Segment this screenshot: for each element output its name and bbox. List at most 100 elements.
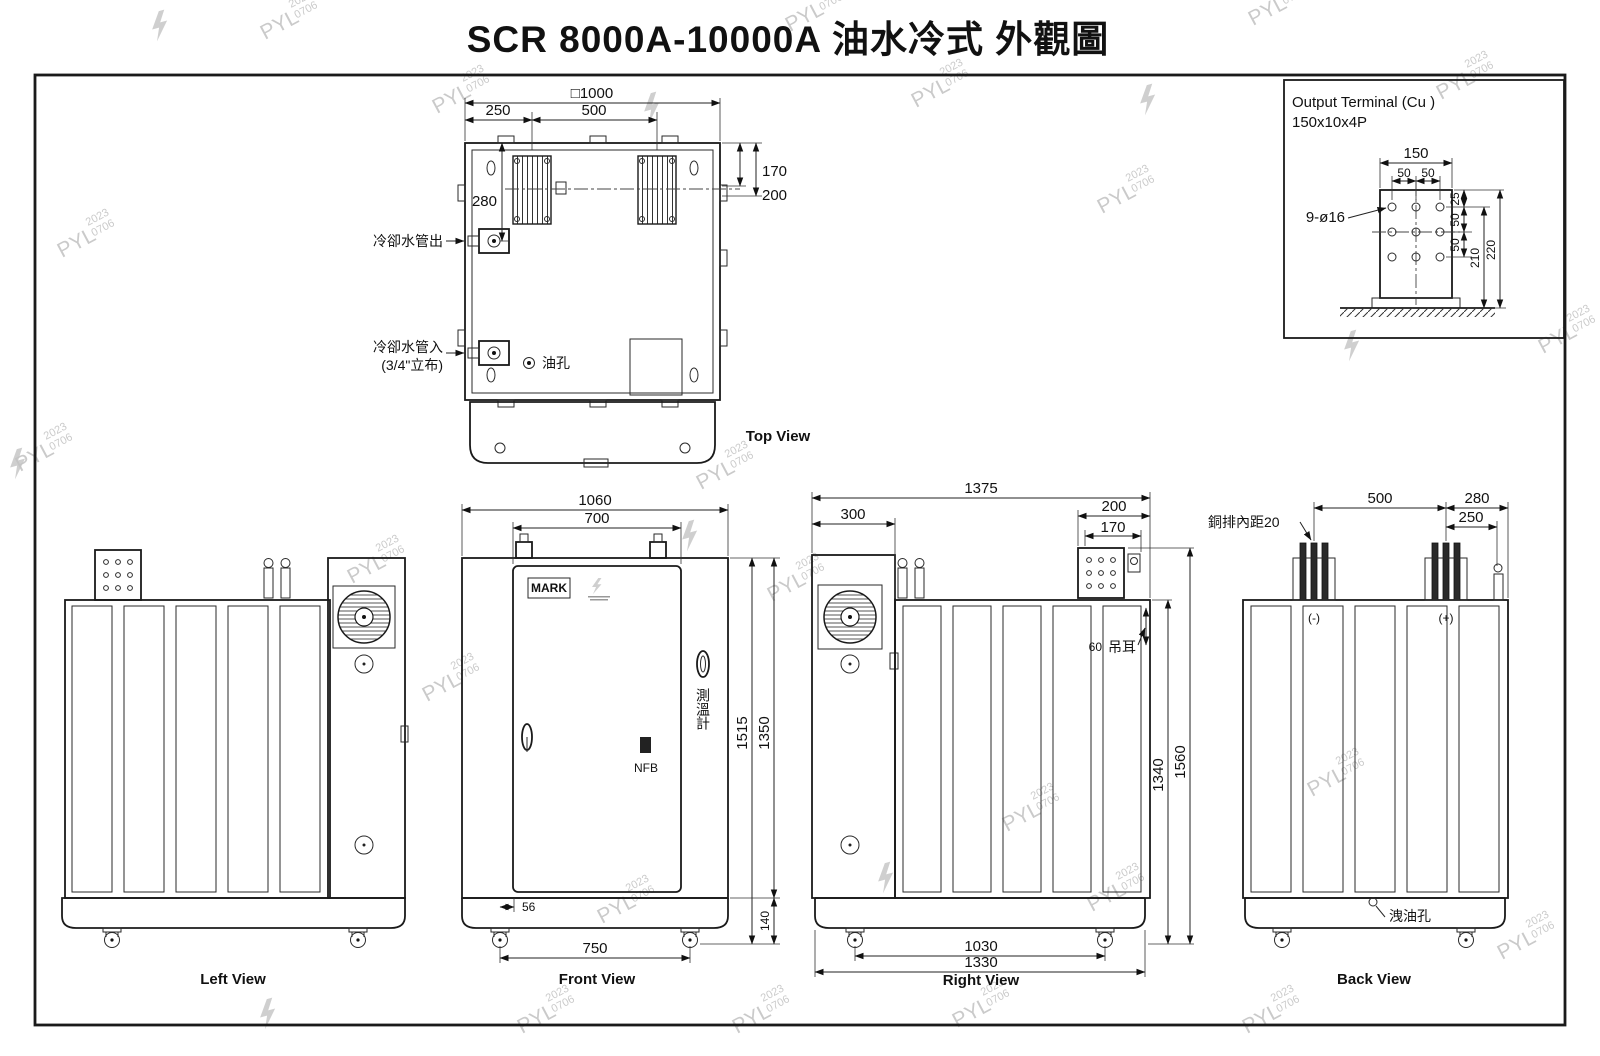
fan-icon (337, 590, 391, 644)
front-view-label: Front View (559, 971, 636, 988)
dim-200: 200 (762, 187, 787, 204)
terminal-heading-2: 150x10x4P (1292, 114, 1367, 131)
oil-hole-label: 油孔 (542, 355, 570, 371)
caster-wheel (1456, 927, 1476, 948)
right-view: 1375 300 200 170 60 吊耳 1340 1560 1030 13… (811, 480, 1194, 989)
right-view-dimensions: 1375 300 200 170 60 吊耳 1340 1560 1030 13… (811, 480, 1194, 977)
watermark-layer (6, 0, 1600, 1039)
dim-250: 250 (485, 102, 510, 119)
oil-hole-icon (523, 357, 535, 369)
dim-280: 280 (472, 193, 497, 210)
dim-200: 200 (1101, 498, 1126, 515)
dim-1350: 1350 (756, 716, 773, 749)
dim-1560: 1560 (1172, 745, 1189, 778)
watermark (689, 438, 759, 495)
dim-50-left: 50 (1397, 166, 1411, 180)
dim-50-right: 50 (1421, 166, 1435, 180)
hole-callout: 9-ø16 (1306, 209, 1345, 226)
caster-wheel (490, 927, 510, 948)
watermark (1300, 745, 1370, 802)
gauge-label: 測溫計 (695, 688, 711, 730)
oil-drain (1368, 897, 1386, 918)
water-outlet-label: 冷卻水管出 (373, 233, 443, 249)
dim-1375: 1375 (964, 480, 997, 497)
busbar-spacing-note: 銅排內距20 (1208, 514, 1280, 530)
door-latch (889, 652, 899, 670)
nfb-label: NFB (634, 761, 658, 775)
terminal-negative-label: (-) (1308, 611, 1320, 625)
lightning-logo-icon (678, 519, 702, 552)
terminal-heading-1: Output Terminal (Cu ) (1292, 94, 1435, 111)
dim-overall: □1000 (571, 85, 613, 102)
temperature-gauge (696, 650, 710, 678)
dim-300: 300 (840, 506, 865, 523)
back-view: (-) (+) 洩油孔 銅排內距20 500 280 250 Back View (1208, 490, 1509, 988)
watermark (510, 982, 580, 1039)
dim-170: 170 (1100, 519, 1125, 536)
hinge-icon (840, 654, 860, 674)
caster-wheel (1095, 927, 1115, 948)
dim-row-50a: 50 (1448, 213, 1462, 227)
watermark (1490, 908, 1560, 965)
top-view-label: Top View (746, 428, 811, 445)
hinge-icon (354, 654, 374, 674)
water-inlet-label: 冷卻水管入 (373, 339, 443, 355)
mounting-tabs (457, 135, 728, 408)
top-view: 油孔 □1000 250 500 170 200 280 冷卻水管出 冷卻水管入… (373, 85, 811, 468)
water-inlet-note: (3/4"立布) (381, 357, 443, 373)
watermark (760, 550, 830, 607)
base-frame (61, 897, 406, 929)
base-frame (461, 897, 729, 929)
lightning-logo-icon (148, 9, 172, 42)
dim-500: 500 (1367, 490, 1392, 507)
base-frame (814, 897, 1146, 929)
ground-hatch (1340, 308, 1495, 317)
page-title: SCR 8000A-10000A 油水冷式 外觀圖 (467, 19, 1110, 60)
dim-row-50b: 50 (1448, 238, 1462, 252)
drawing-frame (33, 73, 1567, 1027)
lightning-logo-icon (1136, 83, 1160, 116)
manufacturer-logo (588, 578, 610, 601)
dim-210: 210 (1468, 248, 1482, 268)
watermark (1090, 162, 1160, 219)
back-view-dimensions: 銅排內距20 500 280 250 (1208, 490, 1509, 598)
radiator-fins (902, 605, 1142, 893)
watermark (725, 982, 795, 1039)
caster-wheel (1272, 927, 1292, 948)
back-view-label: Back View (1337, 971, 1411, 988)
dim-700: 700 (584, 510, 609, 527)
cooling-unit (637, 155, 677, 225)
caster-wheel (680, 927, 700, 948)
dim-1060: 1060 (578, 492, 611, 509)
nfb-switch (640, 737, 651, 753)
top-view-dimensions: □1000 250 500 170 200 280 冷卻水管出 冷卻水管入 (3… (373, 85, 787, 373)
left-view: Left View (61, 549, 409, 988)
dim-250: 250 (1458, 509, 1483, 526)
watermark (590, 872, 660, 929)
hinge-icon (354, 835, 374, 855)
hinge-icon (840, 835, 860, 855)
front-view-dimensions: 1060 700 1515 1350 140 56 750 (461, 492, 780, 963)
busbar-group-positive (1424, 542, 1468, 601)
terminal-block (1077, 547, 1125, 599)
caster-wheel (845, 927, 865, 948)
left-view-label: Left View (200, 971, 266, 988)
dim-25: 25 (1448, 192, 1462, 206)
terminal-positive-label: (+) (1439, 611, 1454, 625)
watermark (50, 206, 120, 263)
dim-150: 150 (1403, 145, 1428, 162)
door-handle (521, 723, 533, 752)
dim-60: 60 (1089, 640, 1103, 654)
door-latch (400, 725, 409, 743)
terminal-holes (1387, 202, 1445, 262)
watermark (340, 532, 410, 589)
dim-750: 750 (582, 940, 607, 957)
lightning-logo-icon (640, 91, 664, 124)
base-frame (1244, 897, 1506, 929)
dim-170: 170 (762, 163, 787, 180)
watermark (995, 780, 1065, 837)
logo-bolt-icon (592, 578, 602, 595)
mark-plate (527, 577, 571, 599)
terminal-dimensions: 150 50 50 25 50 50 210 220 9-ø16 (1306, 145, 1506, 309)
